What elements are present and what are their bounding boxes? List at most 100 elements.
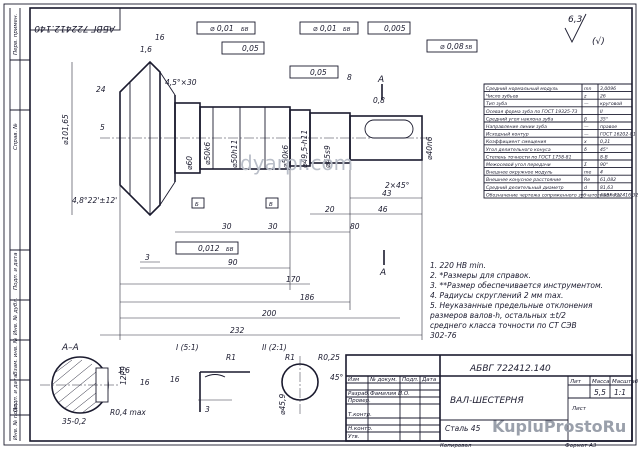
param-13-val: 81,63 [600, 185, 613, 191]
side-label-6: Инв. № подл. [13, 402, 19, 440]
roughness-16a: 16 [140, 378, 150, 387]
scale-label: Масштаб [612, 379, 639, 385]
param-4-val: 35° [600, 116, 608, 122]
param-3-name: Осевая форма зуба по ГОСТ 19325-73 [486, 109, 577, 115]
param-6-name: Исходный контур [486, 132, 529, 138]
section-a-a: A–A 12P9 35-0,2 R0,4 max 16 1,6 [40, 343, 150, 426]
note-3: 4. Радиусы скруглений 2 мм max. [430, 291, 563, 300]
side-label-4: Взам. инв. № [13, 337, 19, 375]
param-8-sym: δ [584, 147, 587, 153]
param-10-val: 90° [600, 162, 608, 168]
doc-number: АБВГ 722412.140 [469, 364, 551, 374]
detail-ii: II (2:1) R1 R0,25 ⌀45,9 45° [262, 343, 344, 415]
left-margin-strips: Перв. примен. Справ. № Подп. и дата Инв.… [9, 8, 30, 441]
dim-d40n6: ⌀40n6 [425, 136, 434, 160]
dim-232: 232 [230, 326, 245, 335]
note-0: 1. 220 HB min. [430, 261, 486, 270]
note-1: 2. *Размеры для справок. [430, 271, 531, 280]
developer-name: Фамилия И.О. [370, 391, 410, 397]
dim-80: 80 [350, 222, 360, 231]
mirrored-number-box [29, 7, 121, 31]
detail-2-d459: ⌀45,9 [278, 394, 287, 415]
param-1-name: Число зубьев [486, 94, 518, 100]
key-width: 12P9 [119, 366, 128, 385]
row-label-tcontrol: Т.контр. [348, 412, 372, 418]
dim-1-6: 1,6 [140, 45, 152, 54]
tol-frame-6-base: БВ [226, 247, 234, 253]
mirrored-number: АБВГ 722412.140 [34, 23, 116, 33]
param-0-name: Средний нормальный модуль [486, 86, 558, 92]
dim-3: 3 [145, 253, 150, 262]
dim-d50h11: ⌀50h11 [230, 140, 239, 168]
param-0-sym: mn [584, 87, 591, 92]
chamfer-1: 4,5°×30 [165, 78, 197, 87]
tol-frame-2-base: БВ [343, 27, 351, 33]
param-11-name: Внешнее окружное модуль [486, 170, 553, 176]
dim-d50k6b: ⌀50k6 [281, 145, 290, 168]
datum-b: Б [195, 202, 199, 208]
param-5-val: правое [600, 125, 617, 130]
main-view-labels: 4,5°×30 2×45° 4,8°22'±12' 1,6 16 0,8 5 2… [72, 33, 410, 278]
key-radius: R0,4 max [110, 408, 146, 417]
param-3-val: II [600, 109, 603, 115]
dim-0-8: 0,8 [373, 96, 385, 105]
param-6-val: ГОСТ 16202-81 [600, 132, 636, 138]
side-label-1: Справ. № [13, 123, 19, 150]
dim-30b: 30 [268, 222, 278, 231]
key-depth: 35-0,2 [62, 417, 86, 426]
scale-value: 1:1 [614, 388, 626, 397]
watermark: dyarpr.com [240, 151, 353, 175]
view-a-top: A [377, 75, 384, 85]
param-4-sym: β [584, 116, 587, 122]
param-5-sym: — [584, 125, 589, 130]
row-label-checker: Провер. [348, 398, 371, 404]
roughness-other: (√) [592, 36, 605, 47]
row-label-developer: Разраб. [348, 391, 370, 397]
param-10-sym: Σ [584, 162, 587, 168]
tol-frame-3: 0,05 [310, 68, 327, 77]
view-a-bottom: A [379, 268, 386, 278]
dim-16: 16 [155, 33, 165, 42]
diameter-labels: ⌀101,65 ⌀60 ⌀50k6 ⌀50h11 ⌀50k6 ⌀49,5-h11… [61, 62, 434, 215]
side-label-0: Перв. примен. [13, 13, 19, 55]
tol-frame-5: ⌀ 0,08 [440, 42, 464, 51]
dim-90: 90 [228, 258, 238, 267]
store-watermark: KupluProstoRu [492, 417, 626, 436]
detail-1-label: I (5:1) [176, 343, 199, 352]
param-4-name: Средний угол наклона зуба [486, 116, 554, 122]
tol-frame-2: ⌀ 0,01 [313, 24, 337, 33]
param-2-sym: — [584, 102, 589, 107]
dim-d60: ⌀60 [185, 156, 194, 170]
param-12-sym: Re [584, 177, 590, 183]
note-6: среднего класса точности по СТ СЭВ [430, 321, 577, 330]
title-block: АБВГ 722412.140 ВАЛ-ШЕСТЕРНЯ Сталь 45 Ли… [345, 354, 639, 449]
format-label: Формат А3 [565, 443, 597, 449]
param-13-name: Средний делительный диаметр [486, 185, 564, 191]
part-name: ВАЛ-ШЕСТЕРНЯ [450, 396, 524, 406]
param-12-val: 61,082 [600, 177, 616, 183]
row-label-3: Дата [421, 377, 437, 383]
keyway [364, 119, 414, 139]
side-label-2: Подп. и дата [13, 252, 19, 290]
dim-30a: 30 [222, 222, 232, 231]
tol-frame-5-base: 5В [465, 45, 472, 51]
material: Сталь 45 [445, 424, 481, 433]
dim-24: 24 [96, 85, 106, 94]
detail-2-r025: R0,25 [318, 353, 340, 362]
param-7-sym: x [583, 140, 587, 145]
tol-frame-4: 0,005 [384, 24, 406, 33]
param-1-val: 26 [600, 94, 606, 100]
chamfer-2: 2×45° [385, 181, 410, 190]
note-4: 5. Неуказанные предельные отклонения [430, 301, 593, 310]
tol-frame-0: ⌀ 0,01 [210, 24, 234, 33]
gear-angle: 4,8°22'±12' [72, 196, 117, 205]
param-8-name: Угол делительного конуса [486, 147, 551, 153]
roughness-16b: 1,6 [118, 366, 130, 375]
detail-1-16: 16 [170, 375, 180, 384]
param-2-val: круговой [600, 101, 622, 107]
param-6-sym: — [584, 133, 589, 138]
detail-i: I (5:1) R1 3 16 [170, 343, 250, 414]
detail-2-45: 45° [330, 373, 344, 382]
dim-5: 5 [100, 123, 105, 132]
